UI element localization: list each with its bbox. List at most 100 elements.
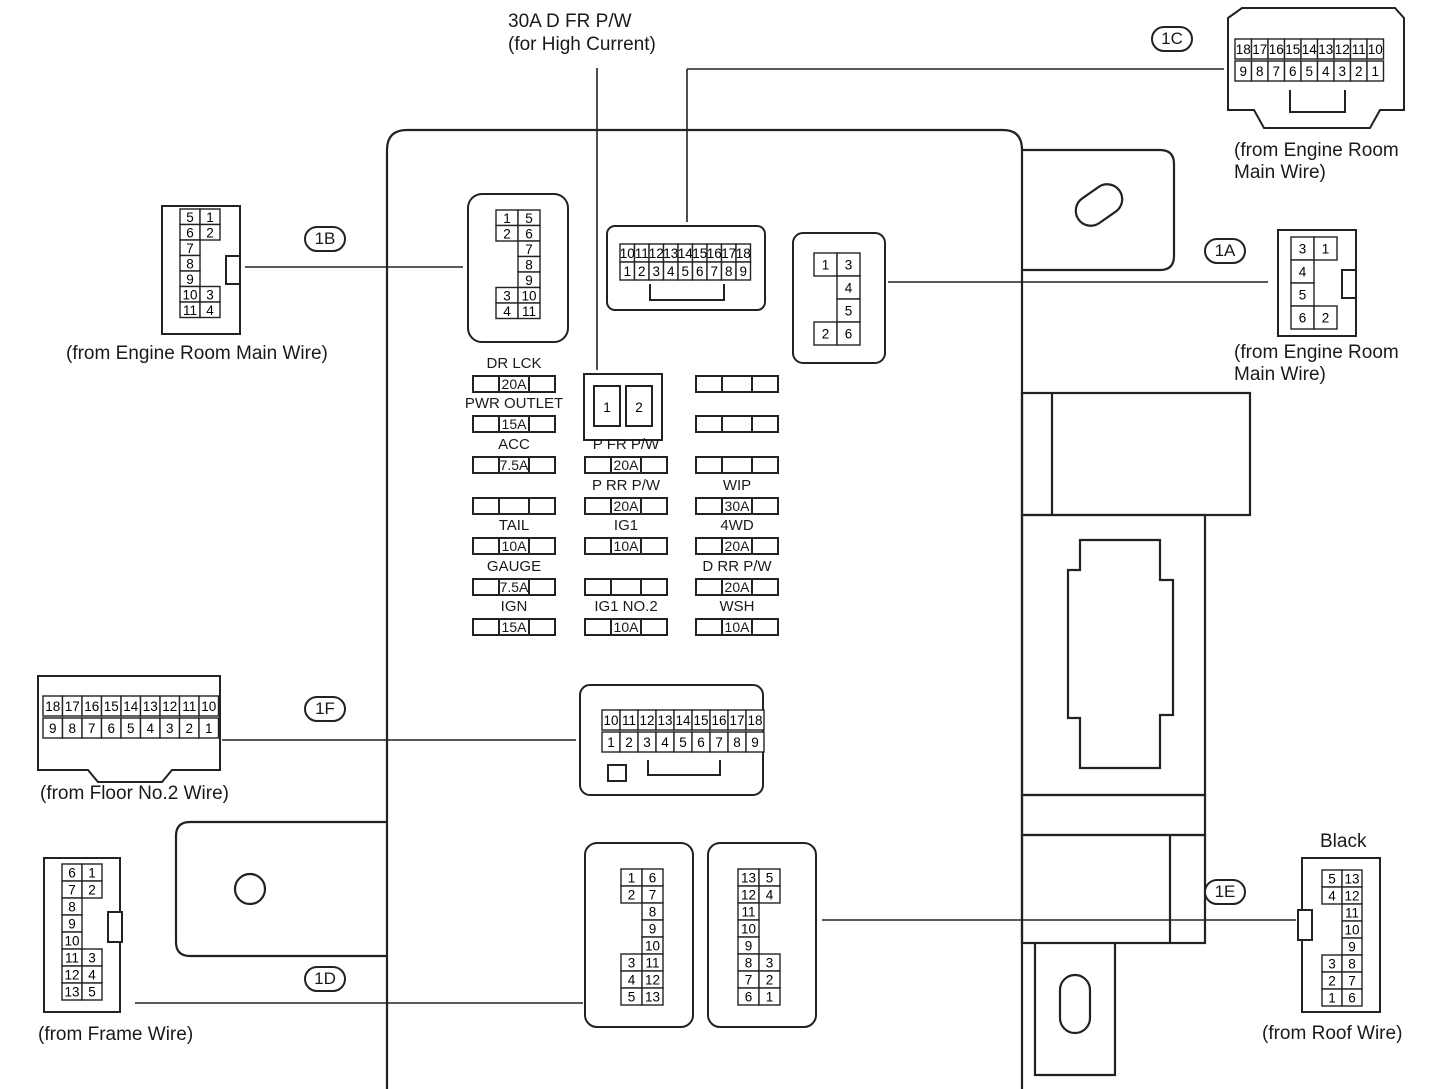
pin-1f: 17 (729, 713, 744, 728)
pin-1b-plug: 2 (206, 225, 214, 240)
fuse-slot: 30A (695, 497, 779, 515)
pin-1a-plug-cavity (1313, 236, 1338, 261)
pin-1b: 3 (503, 288, 511, 303)
pin-1b: 5 (525, 211, 533, 226)
pin-1e: 6 (745, 990, 753, 1005)
pin-1f-plug: 6 (107, 721, 115, 736)
fuse-name: IG1 NO.2 (594, 598, 658, 615)
pin-1e: 2 (766, 973, 774, 988)
pin-1a-plug: 6 (1299, 311, 1307, 326)
pin-1b: 11 (522, 304, 536, 319)
pin-1d-plug: 1 (88, 866, 96, 881)
pin-1f: 11 (622, 713, 636, 728)
pin-1c: 1 (623, 264, 631, 279)
fuse-slot (695, 456, 779, 474)
fuse-name: TAIL (498, 517, 530, 534)
pin-1c-plug: 2 (1355, 64, 1363, 79)
fuse-rating: 20A (724, 579, 750, 595)
pin-1f-plug: 15 (104, 699, 119, 714)
pin-1e-plug: 4 (1328, 889, 1336, 904)
pin-1a-plug: 3 (1299, 242, 1307, 257)
pin-1e-cavity (758, 885, 781, 904)
pin-1d-plug-cavity (81, 982, 103, 1001)
pin-1e-plug: 2 (1328, 974, 1336, 989)
pin-1c: 15 (692, 246, 707, 261)
pin-1f-plug: 16 (84, 699, 99, 714)
pin-1c-plug: 14 (1302, 42, 1318, 57)
pin-1f-cavity (745, 709, 765, 731)
pin-1f: 8 (733, 735, 741, 750)
fuse-slot: 10A (584, 537, 668, 555)
pin-1b-cavity (517, 302, 541, 320)
pin-1f-plug: 14 (123, 699, 139, 714)
connector-id-1c: 1C (1151, 26, 1193, 52)
pin-1c: 9 (739, 264, 747, 279)
pin-1e: 3 (766, 956, 774, 971)
fuse-rating: 10A (724, 619, 750, 635)
pin-1f: 3 (643, 735, 651, 750)
pin-1d-plug: 4 (88, 968, 96, 983)
pin-1b-plug: 6 (186, 225, 194, 240)
pin-1c: 4 (667, 264, 675, 279)
pin-1d: 12 (645, 973, 660, 988)
fuse-rating: 15A (501, 619, 527, 635)
fuse-name: IGN (500, 598, 528, 615)
pin-1c-cavity (735, 261, 752, 281)
pin-1f-plug: 10 (201, 699, 216, 714)
pin-1d-plug-cavity (81, 880, 103, 899)
pin-1c-plug: 12 (1335, 42, 1350, 57)
pin-1c-plug: 1 (1371, 64, 1379, 79)
pin-1f-plug: 3 (166, 721, 174, 736)
pin-1b-plug: 11 (183, 303, 197, 318)
pin-1c-plug: 7 (1272, 64, 1280, 79)
fuse-name: IG1 (613, 517, 639, 534)
pin-1a-plug-cavity (1313, 305, 1338, 330)
pin-1b: 1 (503, 211, 511, 226)
connector-1e-on-box (707, 842, 817, 1028)
pin-1c: 13 (663, 246, 678, 261)
connector-color-1e: Black (1320, 831, 1367, 852)
pin-1f-plug: 18 (45, 699, 60, 714)
pin-1f: 18 (747, 713, 762, 728)
fuse-name: PWR OUTLET (464, 395, 564, 412)
pin-1d: 1 (628, 871, 636, 886)
fuse-rating: 10A (613, 619, 639, 635)
pin-1a: 1 (822, 258, 830, 273)
fuse-name: GAUGE (486, 558, 542, 575)
fuse-slot (695, 415, 779, 433)
pin-1a: 6 (845, 327, 853, 342)
pin-1a: 5 (845, 304, 853, 319)
pin-1c: 12 (649, 246, 664, 261)
fuse-slot: 20A (584, 456, 668, 474)
pin-1d-plug: 7 (68, 883, 76, 898)
source-label-1d: (from Frame Wire) (38, 1024, 194, 1045)
pin-1b-plug-cavity (199, 223, 221, 241)
pin-1f: 5 (679, 735, 687, 750)
pin-1c-plug: 11 (1352, 42, 1366, 57)
pin-1a-plug: 1 (1322, 242, 1330, 257)
pin-1e-plug: 10 (1344, 923, 1359, 938)
fuse-slot: 10A (584, 618, 668, 636)
pin-1b-plug: 5 (186, 210, 194, 225)
fuse-slot: 15A (472, 415, 556, 433)
fuse-rating: 7.5A (499, 457, 529, 473)
pin-1f-plug: 4 (146, 721, 154, 736)
pin-1f-plug: 9 (49, 721, 57, 736)
pin-1b-plug: 3 (206, 287, 214, 302)
pin-1f-plug: 5 (127, 721, 135, 736)
fuse-name: P RR P/W (591, 477, 661, 494)
pin-1b: 2 (503, 226, 511, 241)
pin-1f-plug: 2 (185, 721, 193, 736)
source-label-1a: (from Engine Room Main Wire) (1234, 342, 1399, 385)
high-current-fuse-sublabel: (for High Current) (508, 34, 656, 55)
pin-1f: 2 (625, 735, 633, 750)
pin-1f: 9 (751, 735, 759, 750)
pin-1b: 8 (525, 257, 533, 272)
pin-1d: 8 (649, 905, 657, 920)
pin-1c-plug: 13 (1318, 42, 1333, 57)
pin-1f-plug: 17 (65, 699, 80, 714)
pin-1c-plug: 10 (1368, 42, 1383, 57)
pin-1f: 4 (661, 735, 669, 750)
fuse-name: DR LCK (486, 355, 542, 372)
pin-1d: 11 (645, 956, 659, 971)
